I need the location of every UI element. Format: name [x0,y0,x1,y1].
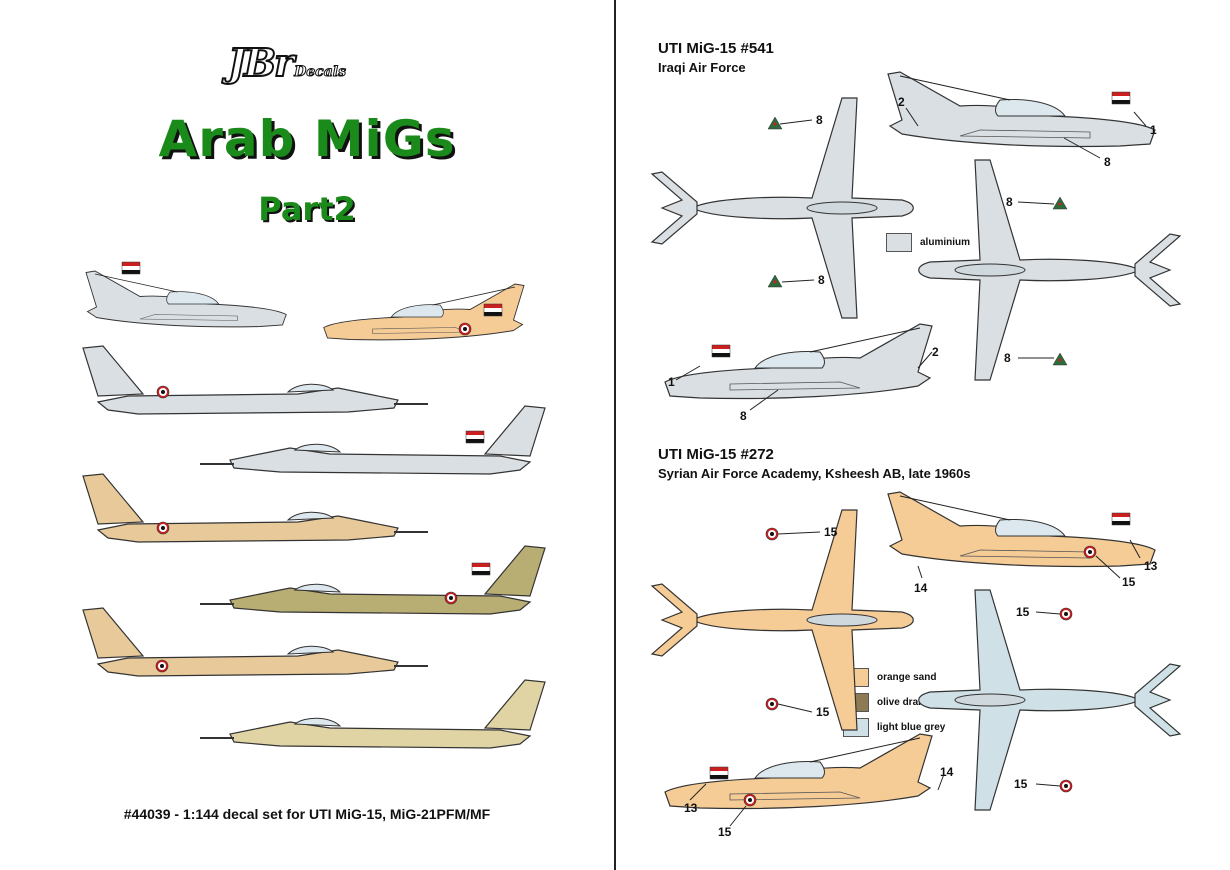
iraq-mig15-side-right [887,71,1156,148]
callout-1: 8 [816,113,823,127]
product-footer: #44039 - 1:144 decal set for UTI MiG-15,… [123,806,491,822]
page-title: Arab MiGs [158,110,456,168]
callout-17: 15 [1014,777,1028,791]
iraq-mig15-side-left [664,323,933,400]
callout-labels: 8 2 1 8 8 8 8 2 1 8 15 15 13 14 15 15 15… [668,95,1158,839]
left-mig21-camo-2-roundel [444,591,458,605]
callout-13: 13 [1144,559,1158,573]
left-mig15-aluminium-flag [121,261,141,275]
left-mig21-camo-3 [82,607,429,677]
legend-label: olive drab [877,696,925,708]
callout-20: 15 [718,825,732,839]
left-mig21-camo-4 [199,679,546,749]
callout-14: 14 [914,581,928,595]
callout-11: 15 [824,525,838,539]
legend-swatch [886,232,912,252]
callout-3: 1 [1150,123,1157,137]
left-mig21-camo-3-roundel [155,659,169,673]
syria-mig15-side-left [664,733,933,810]
left-mig15-aluminium [85,270,287,328]
syria-mig15-side-right [887,491,1156,568]
section-header-272: UTI MiG-15 #272 Syrian Air Force Academy… [658,446,971,481]
section-header-541: UTI MiG-15 #541 Iraqi Air Force [658,40,774,75]
left-mig15-sand-roundel [458,322,472,336]
page-subtitle: Part2 [258,190,356,228]
callout-7: 8 [1004,351,1011,365]
callout-5: 8 [1006,195,1013,209]
left-mig21-camo-1-roundel [156,521,170,535]
legend-item: aluminium [886,232,970,252]
left-mig21-silver-roundel [156,385,170,399]
section-subtitle: Iraqi Air Force [658,60,746,75]
callout-2: 2 [898,95,905,109]
legend-top: aluminium [886,232,970,257]
left-mig21-camo-1 [82,473,429,543]
iraq-mig15-bottom-view [918,159,1181,381]
callout-10: 8 [740,409,747,423]
callout-18: 14 [940,765,954,779]
callout-6: 8 [818,273,825,287]
left-mig21-silver [82,345,429,415]
iraq-mig15-top-view [651,97,914,319]
left-mig21-camo-2 [199,545,546,615]
callout-12: 15 [816,705,830,719]
callout-4: 8 [1104,155,1111,169]
left-mig21-silver-2-flag [465,430,485,444]
page-divider [614,0,616,870]
callout-19: 13 [684,801,698,815]
callout-9: 1 [668,375,675,389]
section-title: UTI MiG-15 #272 [658,446,774,463]
section-subtitle: Syrian Air Force Academy, Ksheesh AB, la… [658,466,971,481]
legend-label: aluminium [920,236,971,248]
syria-mig15-top-view [651,509,914,731]
left-mig21-camo-2-flag [471,562,491,576]
left-mig21-silver-2 [199,405,546,475]
callout-8: 2 [932,345,939,359]
syria-mig15-bottom-view [918,589,1181,811]
legend-label: orange sand [877,671,937,683]
callout-15: 15 [1122,575,1136,589]
legend-label: light blue grey [877,721,946,733]
left-mig15-sand-flag [483,303,503,317]
section-title: UTI MiG-15 #541 [658,40,774,57]
callout-16: 15 [1016,605,1030,619]
